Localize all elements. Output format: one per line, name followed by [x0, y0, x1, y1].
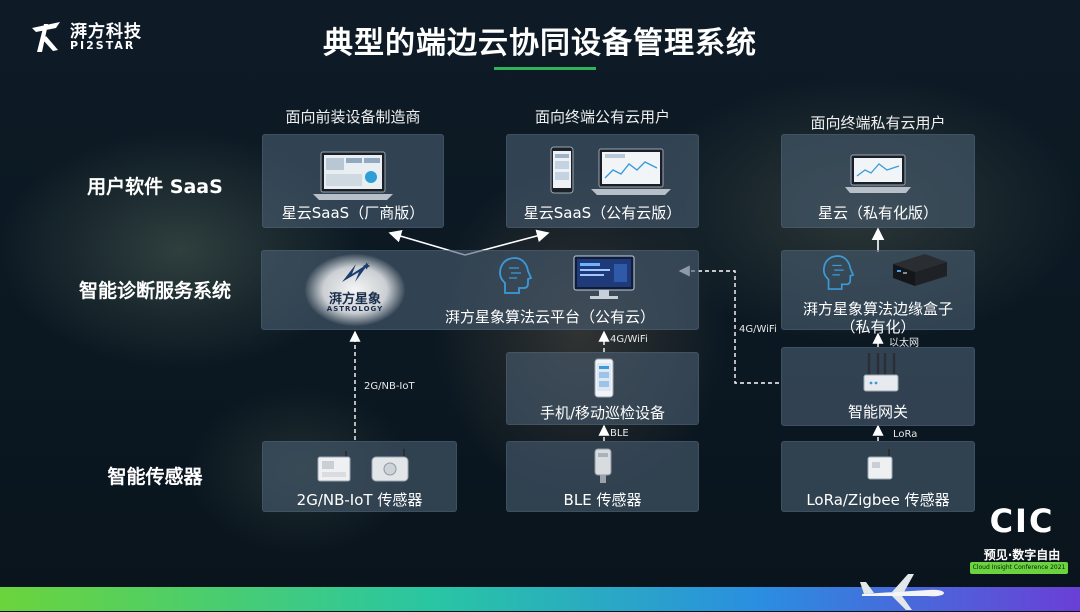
row-label-saas: 用户软件 SaaS — [87, 176, 223, 198]
cic-slogan-text: 预见·数字自由 — [983, 548, 1061, 562]
cic-badge: CIC 预见·数字自由 Cloud Insight Conference 202… — [966, 502, 1078, 576]
row-label-diagnosis: 智能诊断服务系统 — [78, 280, 231, 302]
logo-cn-text: 湃方科技 — [70, 22, 142, 42]
astrology-logo-cn: 湃方星象 — [328, 292, 381, 307]
ai-head-icon — [499, 257, 533, 294]
sensor-nbiot-label: 2G/NB-IoT 传感器 — [296, 491, 423, 509]
connector-label-ble: BLE — [610, 428, 629, 439]
row-label-sensor: 智能传感器 — [107, 466, 203, 488]
edge-box-device-icon — [893, 254, 947, 286]
saas-public-box: 星云SaaS（公有云版） — [506, 134, 699, 228]
saas-vendor-box: 星云SaaS（厂商版） — [262, 134, 444, 228]
connector-label-lora: LoRa — [893, 429, 918, 440]
company-logo: 湃方科技 PI2STAR — [26, 14, 156, 58]
mobile-device-box: 手机/移动巡检设备 — [506, 352, 699, 425]
edge-box-box: 湃方星象算法边缘盒子 （私有化） — [781, 250, 975, 336]
mobile-phone-icon — [594, 358, 614, 398]
saas-vendor-label: 星云SaaS（厂商版） — [281, 204, 425, 222]
cic-brand-text: CIC — [989, 502, 1055, 540]
connector-label-nbiot: 2G/NB-IoT — [364, 381, 415, 392]
laptop-dashboard-icon — [313, 151, 393, 200]
column-heading-vendor: 面向前装设备制造商 — [285, 108, 421, 126]
ble-sensor-icon — [594, 448, 612, 483]
connector-label-wifi-mobile: 4G/WiFi — [610, 334, 648, 345]
gateway-box: 智能网关 — [781, 347, 975, 426]
gateway-label: 智能网关 — [847, 403, 908, 421]
saas-private-label: 星云（私有化版） — [817, 204, 938, 222]
sensor-lora-box: LoRa/Zigbee 传感器 — [781, 441, 975, 512]
page-title: 典型的端边云协同设备管理系统 — [323, 26, 757, 61]
gateway-router-icon — [863, 353, 899, 392]
sensor-ble-box: BLE 传感器 — [506, 441, 699, 512]
cic-conference-text: Cloud Insight Conference 2021 — [970, 562, 1068, 574]
edge-box-label-line2: （私有化） — [840, 318, 916, 336]
logo-en-text: PI2STAR — [70, 39, 136, 52]
cloud-platform-label: 湃方星象算法云平台（公有云） — [444, 308, 655, 326]
logo-mark-icon — [32, 22, 60, 52]
astrology-logo-icon — [342, 262, 371, 282]
connector-label-ethernet: 以太网 — [889, 338, 919, 349]
nbiot-sensor-icon — [317, 451, 351, 482]
title-underline — [494, 67, 596, 70]
sensor-lora-label: LoRa/Zigbee 传感器 — [806, 491, 950, 509]
sensor-nbiot-box: 2G/NB-IoT 传感器 — [262, 441, 457, 512]
airplane-icon — [860, 574, 944, 610]
saas-public-label: 星云SaaS（公有云版） — [523, 204, 682, 222]
connector-label-wifi-gateway: 4G/WiFi — [739, 324, 777, 335]
arrow-gateway-to-platform — [678, 265, 779, 384]
phone-icon — [550, 146, 574, 194]
column-heading-private: 面向终端私有云用户 — [810, 114, 946, 132]
lora-sensor-icon — [867, 449, 893, 480]
laptop-chart-icon — [591, 148, 671, 195]
laptop-private-icon — [845, 154, 911, 193]
sensor-ble-label: BLE 传感器 — [563, 491, 642, 509]
ai-head-icon-edge — [822, 255, 855, 290]
column-heading-public: 面向终端公有云用户 — [534, 108, 670, 126]
mobile-device-label: 手机/移动巡检设备 — [539, 404, 666, 422]
monitor-dashboard-icon — [573, 255, 635, 299]
cloud-platform-box: 湃方星象 ASTROLOGY 湃方星象算法云平台（公有云） — [261, 250, 699, 330]
astrology-logo-en: ASTROLOGY — [326, 305, 384, 313]
nbiot-sensor-icon-2 — [371, 449, 409, 482]
saas-private-box: 星云（私有化版） — [781, 134, 975, 228]
edge-box-label-line1: 湃方星象算法边缘盒子 — [802, 300, 953, 318]
